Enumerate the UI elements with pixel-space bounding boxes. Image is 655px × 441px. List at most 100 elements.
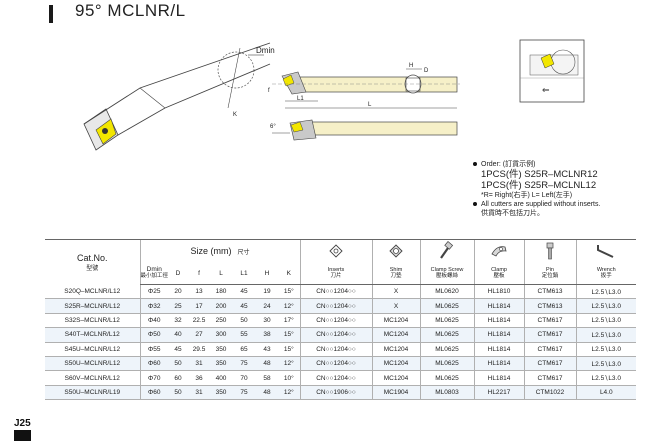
table-cell: Φ40 bbox=[139, 313, 169, 329]
table-cell: 29.5 bbox=[188, 342, 211, 357]
tool-drawing: Dmin K f H D L1 L 6° ⇐ bbox=[83, 39, 585, 151]
col-l: L bbox=[210, 262, 233, 285]
table-cell: CTM1022 bbox=[523, 385, 577, 401]
table-cell: 24 bbox=[256, 298, 279, 314]
page-title: 95° MCLNR/L bbox=[75, 1, 186, 20]
table-cell: L2.5∖L3.0 bbox=[575, 313, 637, 329]
table-cell: ML0625 bbox=[419, 313, 475, 329]
table-cell: 48 bbox=[256, 356, 279, 372]
table-cell: 27 bbox=[188, 327, 211, 343]
page-number: J25 bbox=[14, 418, 31, 429]
table-cell: Φ60 bbox=[139, 385, 169, 401]
table-cell: 45 bbox=[232, 284, 257, 300]
table-cell: CTM617 bbox=[523, 356, 577, 372]
table-cell: 31 bbox=[188, 385, 211, 401]
table-cell: ML0625 bbox=[419, 342, 475, 357]
pin-icon bbox=[523, 239, 577, 262]
table-cell: Φ70 bbox=[139, 370, 169, 386]
table-cell: S32S–MCLNR/L12 bbox=[45, 313, 140, 329]
table-cell: 19 bbox=[256, 284, 279, 300]
order-info: Order: (訂貨示例) 1PCS(件) S25R–MCLNR12 1PCS(… bbox=[473, 160, 653, 218]
table-cell: 45 bbox=[168, 342, 189, 357]
f-label: f bbox=[268, 88, 270, 94]
table-cell: X bbox=[371, 284, 421, 300]
table-cell: Φ60 bbox=[139, 356, 169, 372]
table-cell: 65 bbox=[232, 342, 257, 357]
table-cell: S60V–MCLNR/L12 bbox=[45, 370, 140, 386]
table-cell: 400 bbox=[210, 370, 233, 386]
table-cell: HL1814 bbox=[473, 313, 525, 329]
order-example2-code: S25R–MCLNL12 bbox=[524, 180, 597, 191]
table-cell: L4.0 bbox=[575, 385, 637, 401]
table-cell: HL1814 bbox=[473, 327, 525, 343]
clamp-screw-icon bbox=[419, 239, 475, 262]
table-cell: L2.5∖L3.0 bbox=[575, 356, 637, 372]
shim-icon bbox=[371, 239, 421, 262]
table-cell: 60 bbox=[168, 370, 189, 386]
table-cell: CN○○1204○○ bbox=[299, 284, 373, 300]
table-cell: 50 bbox=[232, 313, 257, 329]
table-cell: ML0625 bbox=[419, 327, 475, 343]
table-cell: ML0620 bbox=[419, 284, 475, 300]
table-cell: HL2217 bbox=[473, 385, 525, 401]
table-cell: CTM617 bbox=[523, 370, 577, 386]
table-cell: MC1904 bbox=[371, 385, 421, 401]
table-cell: 15° bbox=[278, 327, 301, 343]
table-cell: L2.5∖L3.0 bbox=[575, 327, 637, 343]
table-cell: 350 bbox=[210, 385, 233, 401]
table-cell: CN○○1204○○ bbox=[299, 370, 373, 386]
col-h: H bbox=[256, 262, 279, 285]
angle-label: 6° bbox=[270, 124, 276, 130]
table-cell: 350 bbox=[210, 356, 233, 372]
col-l1: L1 bbox=[232, 262, 257, 285]
clamp-icon bbox=[473, 239, 525, 262]
bullet-icon bbox=[473, 162, 477, 167]
table-cell: 22.5 bbox=[188, 313, 211, 329]
table-cell: 48 bbox=[256, 385, 279, 401]
title-accent-bar bbox=[49, 5, 53, 23]
table-cell: CN○○1906○○ bbox=[299, 385, 373, 401]
table-cell: S40T–MCLNR/L12 bbox=[45, 327, 140, 343]
tool-top-view: H D L1 L bbox=[272, 63, 460, 109]
insert-closeup-illustration bbox=[83, 42, 271, 151]
arrow-label: ⇐ bbox=[542, 86, 550, 96]
table-cell: 12° bbox=[278, 298, 301, 314]
table-cell: MC1204 bbox=[371, 342, 421, 357]
table-cell: MC1204 bbox=[371, 356, 421, 372]
table-cell: 17° bbox=[278, 313, 301, 329]
bullet-icon bbox=[473, 202, 477, 207]
order-heading: Order: (訂貨示例) bbox=[481, 161, 536, 168]
h-label: H bbox=[409, 63, 413, 69]
table-cell: X bbox=[371, 298, 421, 314]
table-cell: CTM617 bbox=[523, 327, 577, 343]
dmin-label: Dmin bbox=[256, 46, 275, 55]
table-cell: S50U–MCLNR/L19 bbox=[45, 385, 140, 401]
table-cell: 45 bbox=[232, 298, 257, 314]
table-cell: CN○○1204○○ bbox=[299, 356, 373, 372]
l1-label: L1 bbox=[297, 96, 304, 102]
table-cell: HL1814 bbox=[473, 370, 525, 386]
table-cell: CTM613 bbox=[523, 298, 577, 314]
table-cell: ML0625 bbox=[419, 356, 475, 372]
col-d: D bbox=[168, 262, 189, 285]
table-cell: MC1204 bbox=[371, 327, 421, 343]
table-cell: ML0625 bbox=[419, 370, 475, 386]
table-cell: 50 bbox=[168, 385, 189, 401]
inserts-note-en: All cutters are supplied without inserts… bbox=[481, 201, 601, 208]
catno-header: Cat.No. 型號 bbox=[45, 239, 140, 285]
table-cell: 75 bbox=[232, 356, 257, 372]
table-cell: 31 bbox=[188, 356, 211, 372]
table-cell: CN○○1204○○ bbox=[299, 313, 373, 329]
table-cell: 15° bbox=[278, 284, 301, 300]
table-cell: CN○○1204○○ bbox=[299, 327, 373, 343]
order-example1-prefix: 1PCS(件) bbox=[481, 169, 522, 180]
